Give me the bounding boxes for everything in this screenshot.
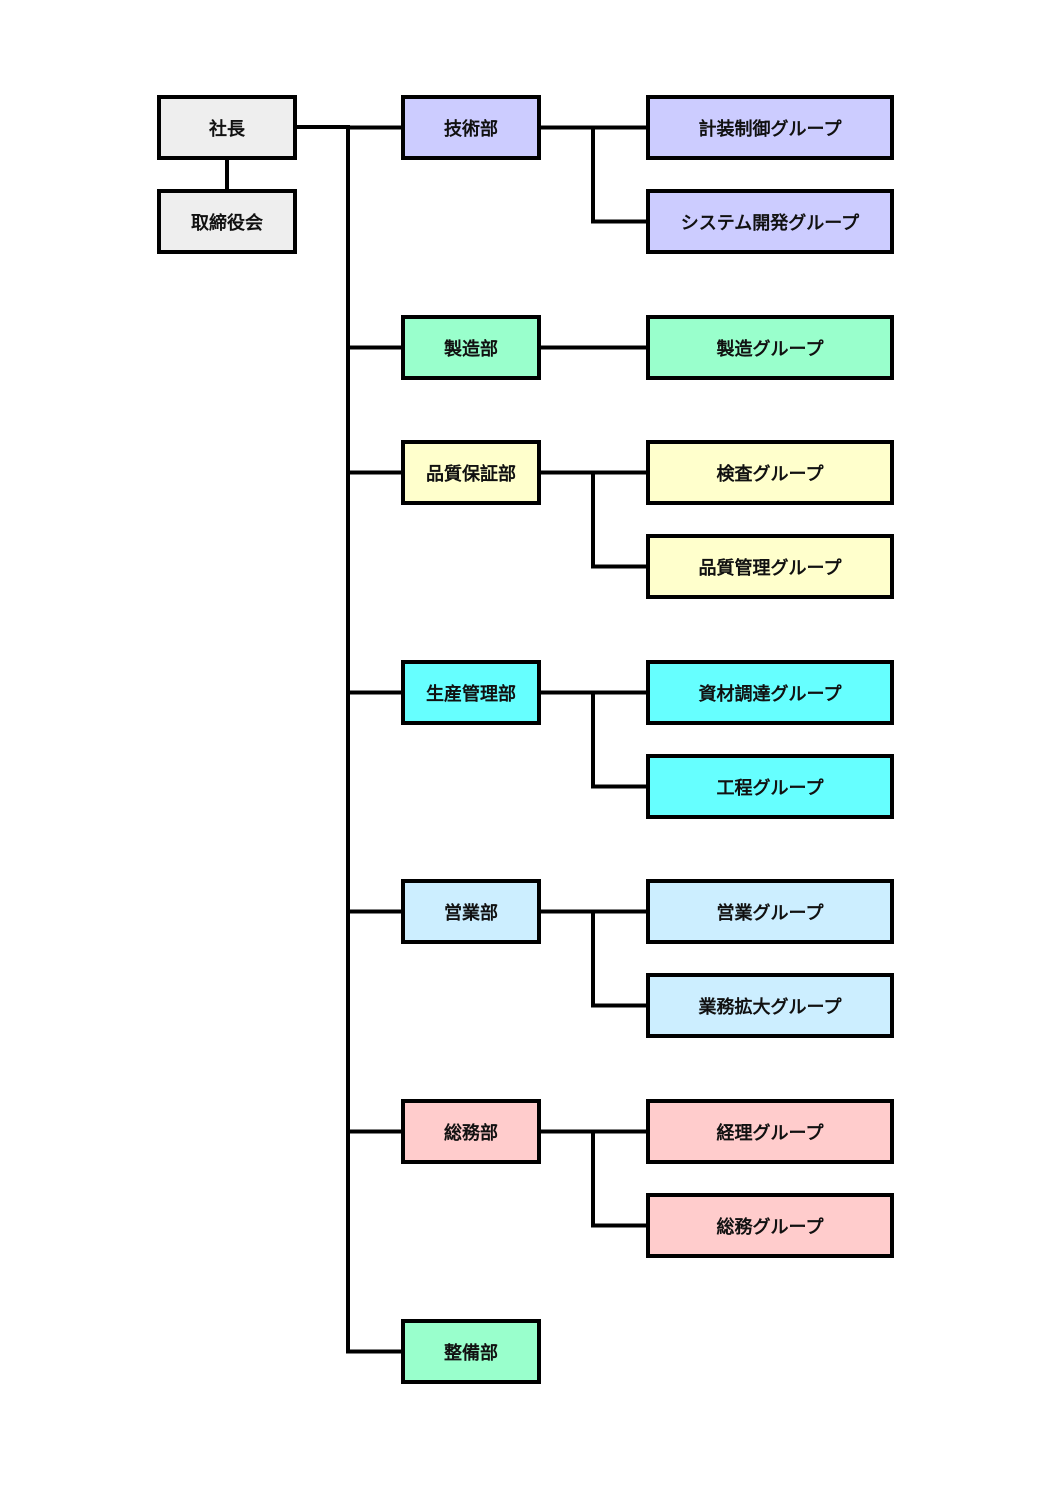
group-label: システム開発グループ xyxy=(680,212,860,234)
group-label: 計装制御グループ xyxy=(698,118,842,140)
dept-manufacturing[interactable]: 製造部 xyxy=(401,315,541,380)
dept-engineering[interactable]: 技術部 xyxy=(401,95,541,160)
board-label: 取締役会 xyxy=(191,212,263,234)
group-quality-control[interactable]: 品質管理グループ xyxy=(646,534,894,599)
dept-label: 整備部 xyxy=(444,1342,498,1364)
dept-label: 総務部 xyxy=(444,1122,498,1144)
group-label: 製造グループ xyxy=(716,338,824,360)
dept-label: 営業部 xyxy=(444,902,498,924)
dept-maintenance[interactable]: 整備部 xyxy=(401,1319,541,1384)
group-sales[interactable]: 営業グループ xyxy=(646,879,894,944)
dept-label: 技術部 xyxy=(444,118,498,140)
dept-label: 製造部 xyxy=(444,338,498,360)
group-system-development[interactable]: システム開発グループ xyxy=(646,189,894,254)
group-label: 資材調達グループ xyxy=(698,683,842,705)
dept-label: 生産管理部 xyxy=(426,683,516,705)
group-general-affairs[interactable]: 総務グループ xyxy=(646,1193,894,1258)
dept-general-affairs[interactable]: 総務部 xyxy=(401,1099,541,1164)
group-label: 検査グループ xyxy=(716,463,824,485)
dept-label: 品質保証部 xyxy=(426,463,516,485)
dept-sales[interactable]: 営業部 xyxy=(401,879,541,944)
group-business-expansion[interactable]: 業務拡大グループ xyxy=(646,973,894,1038)
group-label: 工程グループ xyxy=(716,777,824,799)
group-accounting[interactable]: 経理グループ xyxy=(646,1099,894,1164)
group-process[interactable]: 工程グループ xyxy=(646,754,894,819)
group-instrumentation-control[interactable]: 計装制御グループ xyxy=(646,95,894,160)
group-label: 営業グループ xyxy=(716,902,824,924)
group-procurement[interactable]: 資材調達グループ xyxy=(646,660,894,725)
group-manufacturing[interactable]: 製造グループ xyxy=(646,315,894,380)
dept-quality-assurance[interactable]: 品質保証部 xyxy=(401,440,541,505)
group-label: 経理グループ xyxy=(716,1122,824,1144)
president-box[interactable]: 社長 xyxy=(157,95,297,160)
dept-production-control[interactable]: 生産管理部 xyxy=(401,660,541,725)
board-box[interactable]: 取締役会 xyxy=(157,189,297,254)
group-label: 品質管理グループ xyxy=(698,557,842,579)
president-label: 社長 xyxy=(209,118,245,140)
group-label: 総務グループ xyxy=(716,1216,824,1238)
group-label: 業務拡大グループ xyxy=(698,996,842,1018)
group-inspection[interactable]: 検査グループ xyxy=(646,440,894,505)
